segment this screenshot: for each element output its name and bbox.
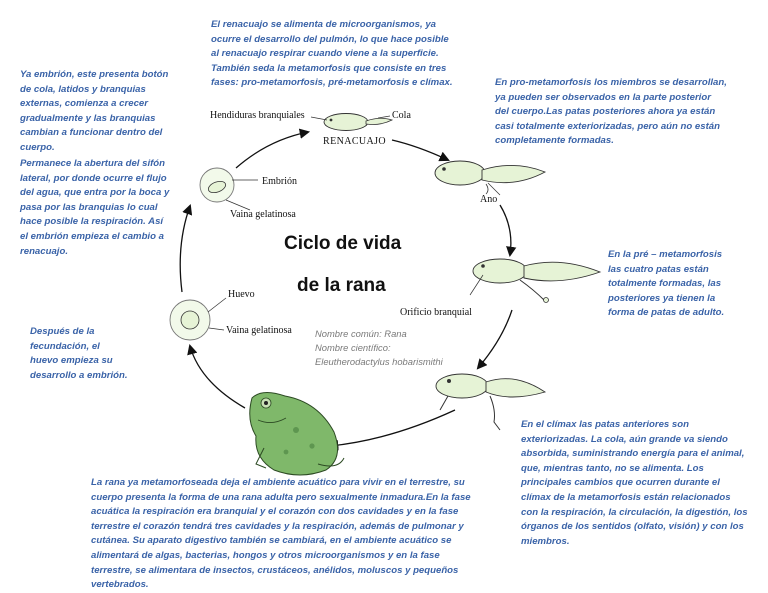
arrow-climax-to-frog <box>327 409 456 451</box>
label-tadpole: RENACUAJO <box>323 136 387 147</box>
note-siphon: Permanece la abertura del sifón lateral,… <box>20 158 170 257</box>
note-adult-frog: La rana ya metamorfoseada deja el ambien… <box>91 477 471 591</box>
young-tadpole-illustration <box>310 113 394 131</box>
arrow-premetamorphosis-to-climax <box>476 309 513 370</box>
label-branchial-slits: Hendiduras branquiales <box>210 110 305 121</box>
note-egg: Después de la fecundación, el huevo empi… <box>30 326 128 381</box>
climax-froglet-illustration <box>435 373 547 431</box>
arrow-embryo-to-tadpole <box>235 128 311 169</box>
egg-illustration <box>169 297 227 341</box>
arrow-tadpole-to-prometamorphosis <box>391 139 450 162</box>
scientific-name: Eleutherodactylus hobarismithi <box>315 356 443 367</box>
arrow-egg-to-embryo <box>179 204 193 293</box>
prometamorphosis-tadpole-illustration <box>434 160 547 196</box>
common-name: Nombre común: Rana <box>315 328 407 339</box>
label-egg: Huevo <box>228 289 255 300</box>
label-embryo: Embrión <box>262 176 297 187</box>
arrow-prometamorphosis-to-premetamorphosis <box>499 204 517 258</box>
label-jelly-coat-egg: Vaina gelatinosa <box>226 325 292 336</box>
title-line-2: de la rana <box>297 275 386 296</box>
adult-frog-illustration <box>249 392 345 476</box>
note-climax: En el clímax las patas anteriores son ex… <box>521 419 748 547</box>
label-branchial-orifice: Orificio branquial <box>400 307 472 318</box>
note-premetamorphosis: En la pré – metamorfosis las cuatro pata… <box>608 249 725 319</box>
arrow-frog-to-egg <box>187 343 246 409</box>
label-jelly-coat-embryo: Vaina gelatinosa <box>230 209 296 220</box>
embryo-illustration <box>199 167 258 211</box>
note-embryo: Ya embrión, este presenta botón de cola,… <box>20 69 169 153</box>
label-tail: Cola <box>392 110 411 121</box>
note-tadpole: El renacuajo se alimenta de microorganis… <box>211 19 453 89</box>
label-anus: Ano <box>480 194 498 205</box>
premetamorphosis-tadpole-illustration <box>469 258 602 303</box>
scientific-name-label: Nombre científico: <box>315 342 391 353</box>
title-line-1: Ciclo de vida <box>284 233 402 254</box>
note-prometamorphosis: En pro-metamorfosis los miembros se desa… <box>495 77 727 147</box>
